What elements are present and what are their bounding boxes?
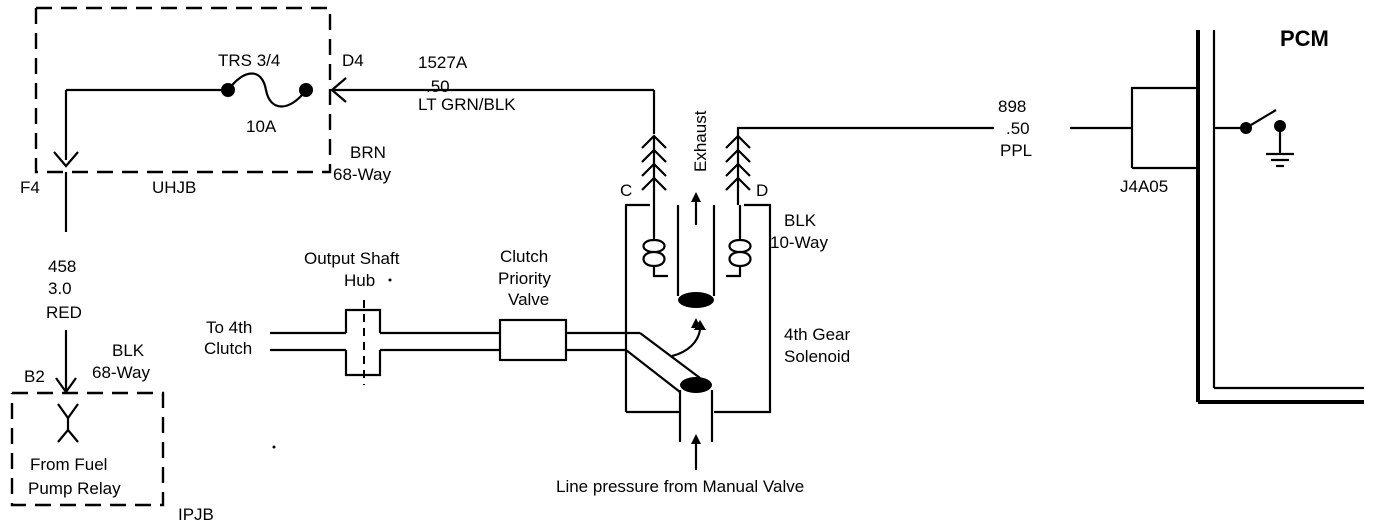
solenoid-plunger-lower <box>680 377 712 393</box>
cpv-label-line1: Clutch <box>500 247 548 266</box>
ipjb-y-symbol-bottom <box>57 428 79 443</box>
to-4th-label-line2: Clutch <box>204 339 252 358</box>
fuse-rating: 10A <box>246 117 277 136</box>
pcm-label: PCM <box>1280 26 1329 51</box>
d4-label: D4 <box>342 51 364 70</box>
wire-898-circuit: 898 <box>998 97 1026 116</box>
solenoid-name-line1: 4th Gear <box>784 325 850 344</box>
pin-c-label: C <box>620 181 632 200</box>
hub-label-line1: Output Shaft <box>304 249 400 268</box>
cpv-label-line2: Priority <box>498 269 551 288</box>
hub-label-line2: Hub <box>344 271 375 290</box>
wire-898-color: PPL <box>1000 141 1032 160</box>
pcm-connector-label: J4A05 <box>1120 177 1168 196</box>
fuse-label: TRS 3/4 <box>218 51 280 70</box>
wire-458-color: RED <box>46 303 82 322</box>
uhjb-connector-color: BRN <box>350 143 386 162</box>
pin-d-label: D <box>756 181 768 200</box>
exhaust-label: Exhaust <box>691 110 710 172</box>
solenoid-body-left <box>624 203 650 412</box>
ipjb-y-symbol-top <box>57 403 79 420</box>
b2-label: B2 <box>24 367 45 386</box>
ipjb-line2: Pump Relay <box>28 479 121 498</box>
wire-1527a-circuit: 1527A <box>418 53 468 72</box>
solenoid-connector-way: 10-Way <box>770 233 828 252</box>
line-pressure-arrowhead <box>691 434 701 444</box>
ipjb-line1: From Fuel <box>30 455 107 474</box>
speck <box>272 445 276 449</box>
wire-898-left <box>736 126 994 136</box>
ipjb-box <box>10 391 165 507</box>
ipjb-connector-color: BLK <box>112 341 145 360</box>
pcm-switch-pivot <box>1240 122 1252 134</box>
solenoid-curved-arrow <box>671 329 702 358</box>
passage-diagonal-top <box>639 332 701 379</box>
f4-label: F4 <box>20 178 40 197</box>
solenoid-name-line2: Solenoid <box>784 347 850 366</box>
coil-left <box>642 205 668 278</box>
pcm-connector-box <box>1130 86 1198 168</box>
curved-arrowhead <box>694 320 706 330</box>
to-4th-label-line1: To 4th <box>206 318 252 337</box>
uhjb-connector-way: 68-Way <box>333 165 391 184</box>
solenoid-connector-color: BLK <box>784 211 817 230</box>
ground-icon <box>1266 152 1294 168</box>
cpv-label-line3: Valve <box>508 290 549 309</box>
ipjb-label: IPJB <box>178 505 214 524</box>
exhaust-arrowhead <box>691 192 701 202</box>
pcm-switch-arm <box>1245 109 1277 129</box>
wire-1527a-color: LT GRN/BLK <box>418 95 516 114</box>
speck <box>388 278 392 282</box>
wire-898-gauge: .50 <box>1006 119 1030 138</box>
wire-1527a-gauge: .50 <box>426 77 450 96</box>
fuse-symbol <box>227 72 307 108</box>
wire-458-circuit: 458 <box>48 257 76 276</box>
clutch-priority-valve <box>498 318 568 362</box>
line-pressure-label: Line pressure from Manual Valve <box>556 477 804 496</box>
coil-right <box>726 205 752 278</box>
f4-connector-chevron <box>53 151 79 168</box>
solenoid-plunger-upper <box>678 292 714 308</box>
fuse-terminal-right <box>299 83 313 97</box>
uhjb-label: UHJB <box>152 178 196 197</box>
ipjb-connector-way: 68-Way <box>92 363 150 382</box>
passage-diagonal-bottom <box>625 349 681 393</box>
uhjb-box <box>34 6 332 174</box>
hub-top <box>344 308 382 333</box>
connector-c-chevrons <box>641 134 667 205</box>
wire-458-gauge: 3.0 <box>48 279 72 298</box>
connector-d-chevrons <box>725 134 751 205</box>
solenoid-body-right <box>714 203 772 414</box>
